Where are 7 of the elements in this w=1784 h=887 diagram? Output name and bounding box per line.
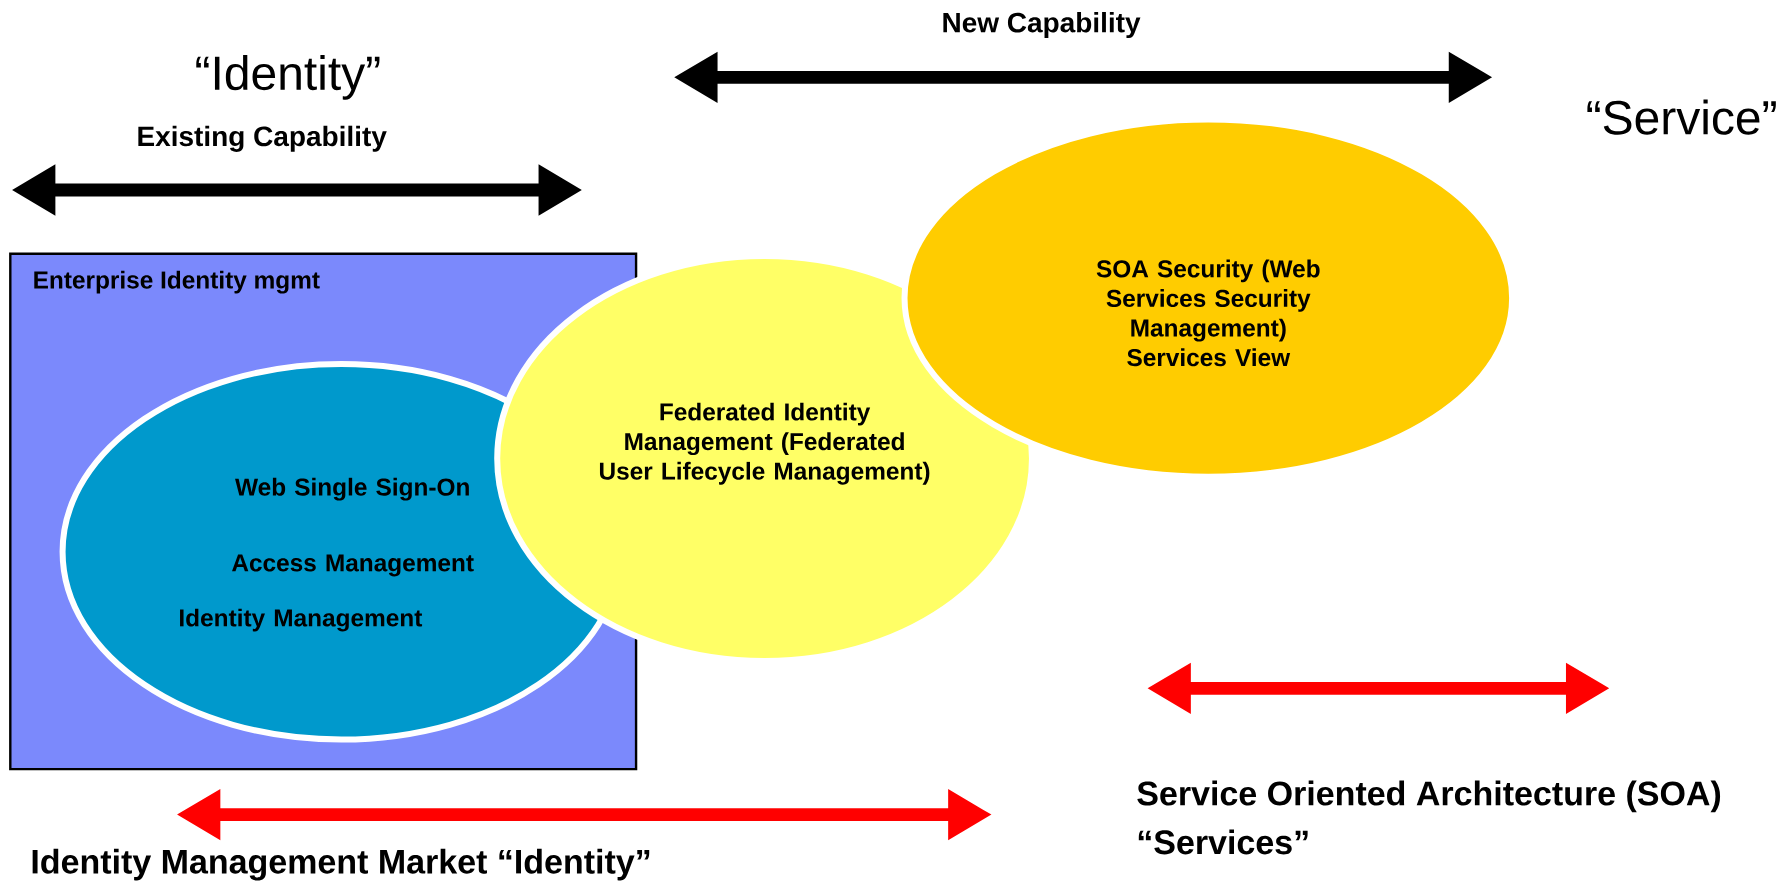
label: “Identity” bbox=[196, 54, 380, 100]
label: Identity Management Market “Identity” bbox=[32, 848, 650, 881]
label: Service Oriented Architecture (SOA) bbox=[1137, 780, 1721, 812]
label: “Service” bbox=[1587, 99, 1776, 135]
label: “Services” bbox=[1138, 829, 1308, 855]
label: New Capability bbox=[943, 11, 1141, 38]
label: Existing Capability bbox=[138, 125, 387, 152]
